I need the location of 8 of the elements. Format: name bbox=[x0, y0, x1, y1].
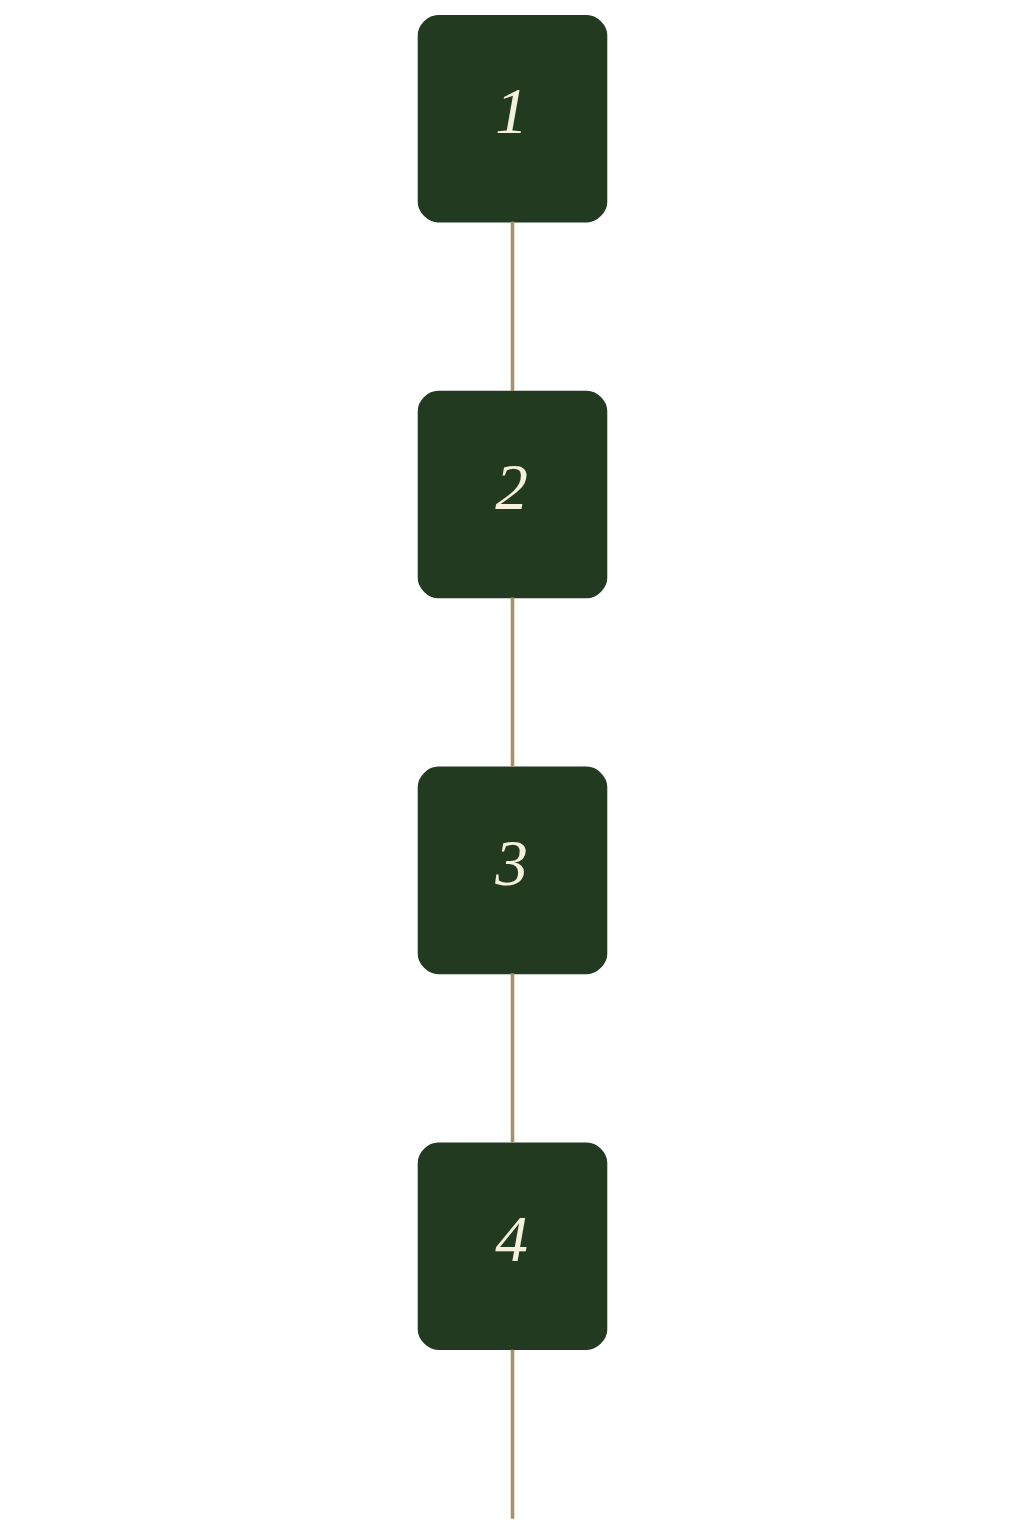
node-box: 1 bbox=[417, 14, 607, 223]
node-box: 4 bbox=[417, 1142, 607, 1350]
connector bbox=[510, 1349, 514, 1519]
connector bbox=[510, 973, 514, 1143]
connector bbox=[510, 597, 514, 767]
node-box: 3 bbox=[417, 766, 607, 975]
node-box: 2 bbox=[417, 390, 607, 599]
connector bbox=[510, 221, 514, 391]
